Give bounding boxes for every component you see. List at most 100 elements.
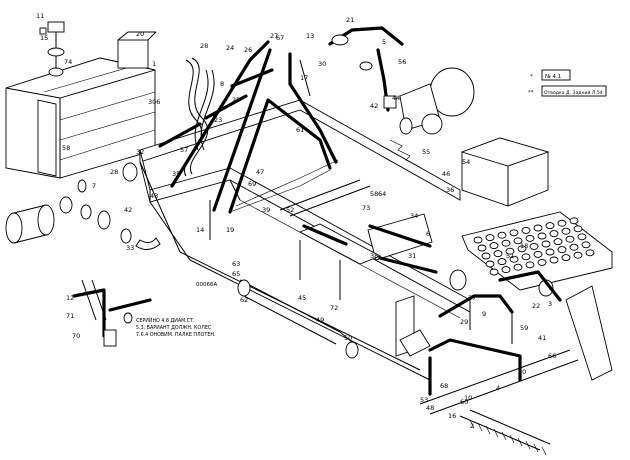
perforation-hole <box>545 248 555 256</box>
callout-label: 1 <box>152 60 156 68</box>
callout-label: 2 <box>470 422 474 430</box>
perforation-hole <box>573 251 583 259</box>
callout-label: 34 <box>410 212 418 220</box>
perforation-hole <box>509 229 519 237</box>
callout-label: 62 <box>240 296 248 304</box>
callout-label: 44 <box>392 94 400 102</box>
callout-label: 53 <box>420 396 428 404</box>
callout-label: 50 <box>344 334 352 342</box>
callout-label: 54 <box>462 158 470 166</box>
callout-label: 58 <box>370 190 378 198</box>
spine-tooth <box>493 428 499 438</box>
callout-label: 26 <box>244 46 252 54</box>
callout-label: 5 <box>382 38 386 46</box>
perforation-hole <box>585 249 595 257</box>
note-line-3: 7.6.4 ОНОВИМ. ПАЛКЕ ПЛОТЕН. <box>136 332 216 338</box>
perforation-hole <box>497 231 507 239</box>
perforation-hole <box>485 260 495 268</box>
spine-tooth <box>541 446 547 456</box>
callout-label: 55 <box>422 148 430 156</box>
callout-label: 17 <box>300 74 308 82</box>
callout-label: 3 <box>548 300 552 308</box>
spine-tooth <box>477 422 483 432</box>
perforation-hole <box>489 242 499 250</box>
callout-label: 59 <box>520 324 528 332</box>
perforation-hole <box>569 217 579 225</box>
callout-label: 6 <box>426 230 430 238</box>
callout-label: 60 <box>460 398 468 406</box>
callout-label: 25 <box>232 96 240 104</box>
callout-label: 48 <box>426 404 434 412</box>
perforation-hole <box>513 263 523 271</box>
callout-label: 72 <box>330 304 338 312</box>
right-cover-box <box>460 137 550 207</box>
callout-label: 69 <box>248 180 256 188</box>
perforation-hole <box>533 250 543 258</box>
perforation-hole <box>493 250 503 258</box>
spine-tooth <box>485 425 491 435</box>
callout-label: 65 <box>232 270 240 278</box>
callout-label: 36 <box>446 186 454 194</box>
note-line-2: 5.3. ВАРИАНТ ДОЛЖН. КОЛЕС <box>136 325 212 331</box>
callout-label: 43 <box>150 192 158 200</box>
callout-label: 32 <box>136 148 144 156</box>
callout-label: 64 <box>378 190 386 198</box>
perforation-hole <box>485 234 495 242</box>
perforation-hole <box>561 254 571 262</box>
callout-label: 74 <box>64 58 72 66</box>
callout-label: 8 <box>220 80 224 88</box>
callout-label: 14 <box>196 226 204 234</box>
callout-label: 306 <box>148 98 160 106</box>
callout-label: 46 <box>442 170 450 178</box>
callout-label: 63 <box>232 260 240 268</box>
legend-text-1: № 4.1 <box>545 74 561 80</box>
callout-label: 20 <box>136 30 144 38</box>
callout-label: 42 <box>370 102 378 110</box>
perforation-hole <box>541 240 551 248</box>
perforation-hole <box>569 243 579 251</box>
legend-marker-1: * <box>530 74 533 80</box>
callout-label: 66 <box>548 352 556 360</box>
callout-label: 29 <box>460 318 468 326</box>
callout-label: 12 <box>66 294 74 302</box>
callout-label: 30 <box>318 60 326 68</box>
perforation-hole <box>549 230 559 238</box>
callout-label: 22 <box>532 302 540 310</box>
legend-text-2: Отводка Д. Задний Л.54 <box>544 89 603 96</box>
roller-cylinder <box>5 204 55 244</box>
perforation-hole <box>577 233 587 241</box>
callout-label: 31 <box>408 252 416 260</box>
perforation-hole <box>537 232 547 240</box>
perforation-hole <box>473 236 483 244</box>
hydraulic-cylinder <box>237 279 359 359</box>
perforation-hole <box>545 222 555 230</box>
perforation-hole <box>553 238 563 246</box>
perforation-hole <box>525 261 535 269</box>
callout-label: 56 <box>398 58 406 66</box>
callout-label: 11 <box>36 12 44 20</box>
callout-label: 41 <box>538 334 546 342</box>
bearing-parts <box>59 162 161 250</box>
perforation-hole <box>513 237 523 245</box>
callout-label: 27 <box>270 32 278 40</box>
spine-tooth <box>469 419 475 429</box>
perforation-hole <box>489 268 499 276</box>
callout-label: 16 <box>448 412 456 420</box>
callout-label: 21 <box>346 16 354 24</box>
perforation-hole <box>521 253 531 261</box>
callout-label: 49 <box>316 316 324 324</box>
perforation-hole <box>573 225 583 233</box>
callout-label: 28 <box>110 168 118 176</box>
callout-label: 18 <box>520 242 528 250</box>
perforation-hole <box>509 255 519 263</box>
callout-label: 7 <box>92 182 96 190</box>
perforation-hole <box>517 245 527 253</box>
perforation-hole <box>501 266 511 274</box>
perforation-hole <box>537 258 547 266</box>
callout-label: 61 <box>296 126 304 134</box>
perforation-hole <box>481 252 491 260</box>
callout-label: 70 <box>72 332 80 340</box>
lower-spine <box>419 285 613 456</box>
